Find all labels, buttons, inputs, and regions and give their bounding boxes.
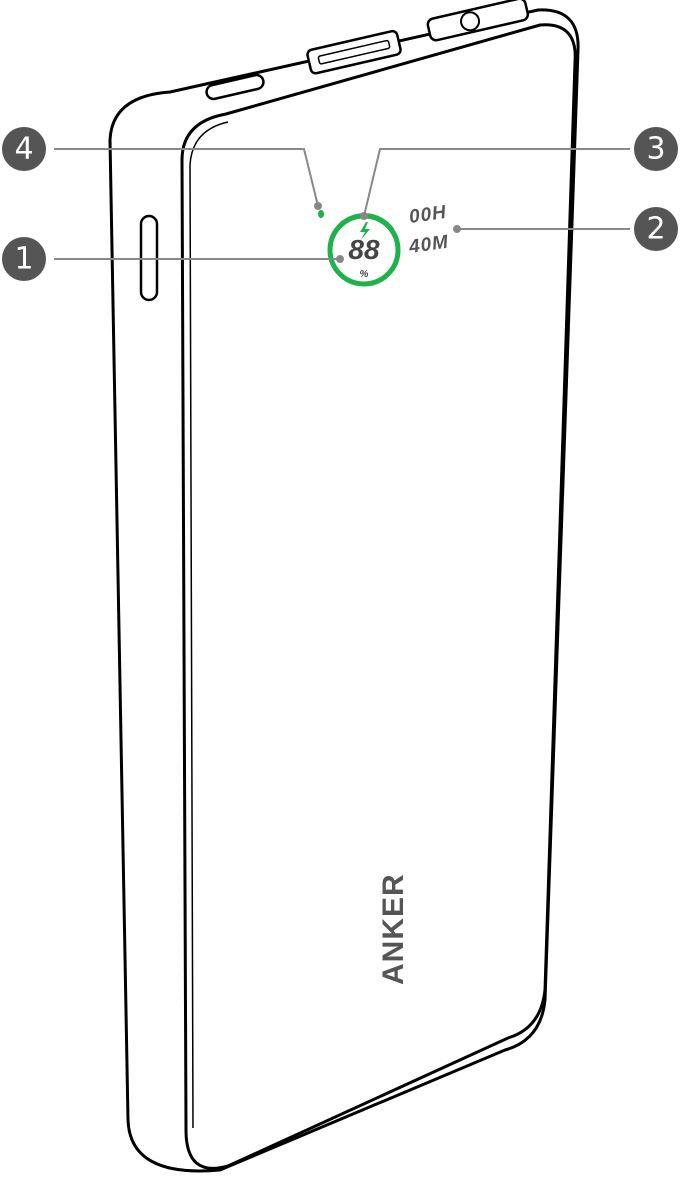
percent-sign: % [360,269,369,280]
callout-4: 4 [2,127,46,171]
usb-a-port [306,29,402,75]
svg-text:4: 4 [14,132,33,167]
lightning-bolt-icon [360,222,370,240]
leader-line-3 [363,148,630,217]
callout-1: 1 [2,237,46,281]
svg-text:2: 2 [646,212,665,247]
device-front-face [180,23,577,1170]
front-face-inner-edge [189,121,229,1129]
callout-3: 3 [634,127,678,171]
lanyard-loop [426,0,530,42]
leader-lines [54,148,630,263]
brand-logo: ANKER [377,873,410,985]
svg-text:1: 1 [14,242,33,277]
callout-2: 2 [634,207,678,251]
usb-c-port [205,73,265,101]
battery-percent: 88 [348,234,380,265]
svg-text:3: 3 [646,132,665,167]
leader-line-4 [54,148,319,207]
indicator-light [318,210,324,218]
